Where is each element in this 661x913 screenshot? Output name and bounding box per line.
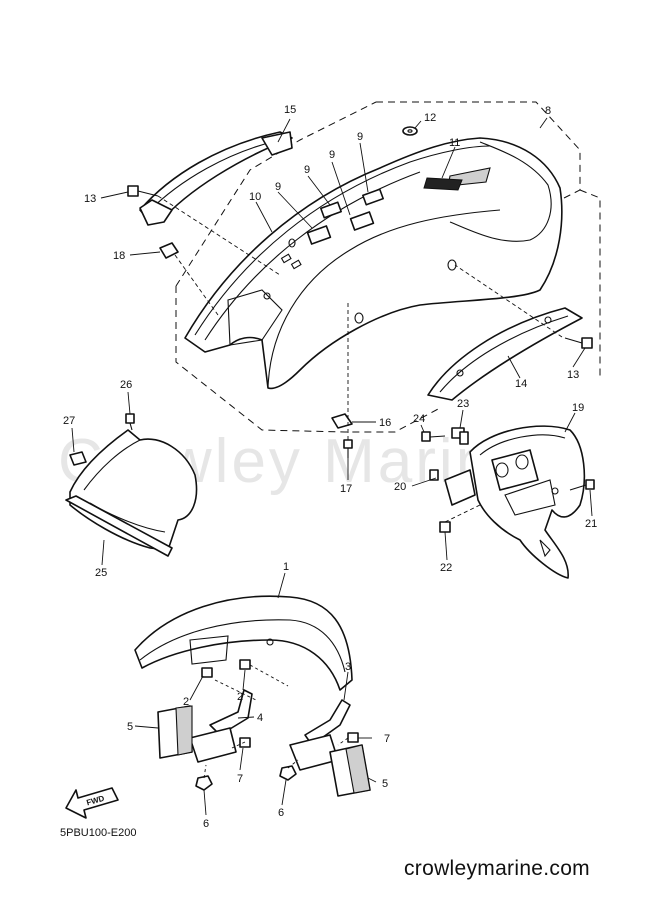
lower-cover[interactable] [65,429,198,557]
nut-6-left[interactable] [195,775,213,791]
callout-9-b[interactable]: 9 [329,149,335,161]
callout-26[interactable]: 26 [120,379,132,391]
callout-2-a[interactable]: 2 [183,696,189,708]
decal-9-d[interactable] [362,188,384,206]
screw-26[interactable] [125,413,135,431]
callout-23[interactable]: 23 [457,398,469,410]
washer[interactable] [402,126,418,136]
callout-24[interactable]: 24 [413,413,425,425]
nut-6-right[interactable] [279,765,297,781]
callout-16[interactable]: 16 [379,417,391,429]
callout-19[interactable]: 19 [572,402,584,414]
callout-7-b[interactable]: 7 [384,733,390,745]
site-footer-link[interactable]: crowleymarine.com [404,857,590,880]
callout-9-a[interactable]: 9 [357,131,363,143]
drawing-code: 5PBU100-E200 [60,827,137,839]
front-fender[interactable] [134,595,353,691]
bolt-13-left[interactable] [127,185,159,197]
bolt-path-13-left [157,195,281,276]
decal-9-a[interactable] [306,225,332,245]
bolt-2-left[interactable] [201,667,213,678]
decal-9-b[interactable] [320,201,342,219]
callout-4[interactable]: 4 [257,712,263,724]
bolt-2-right[interactable] [239,659,251,670]
callout-10[interactable]: 10 [249,191,261,203]
callout-13-a[interactable]: 13 [84,193,96,205]
callout-11[interactable]: 11 [449,137,460,149]
callout-5-b[interactable]: 5 [382,778,388,790]
emblem[interactable] [423,177,463,191]
leader-lines [71,117,593,816]
nut-7-left[interactable] [239,737,251,748]
bolt-22[interactable] [439,504,481,533]
side-rail-right[interactable] [427,307,583,401]
rear-fender-assembly-outline [175,101,581,433]
callout-14[interactable]: 14 [515,378,527,390]
grommet-path [174,254,219,316]
callout-27[interactable]: 27 [63,415,75,427]
clip-27[interactable] [69,451,87,466]
bolt-13-right[interactable] [564,337,593,349]
callout-3[interactable]: 3 [345,661,351,673]
callout-1[interactable]: 1 [283,561,289,573]
callout-9-c[interactable]: 9 [304,164,310,176]
nut-7-right[interactable] [347,732,359,743]
grommet[interactable] [159,242,179,259]
callout-6-a[interactable]: 6 [203,818,209,830]
callout-labels: 15 12 8 9 9 9 9 11 13 10 18 14 13 26 27 … [63,104,597,830]
callout-7-a[interactable]: 7 [237,773,243,785]
callout-20[interactable]: 20 [394,481,406,493]
callout-12[interactable]: 12 [424,112,436,124]
callout-25[interactable]: 25 [95,567,107,579]
reflector-5-left[interactable] [157,705,193,759]
rear-fender[interactable] [184,137,563,390]
hardware-paths [203,664,349,779]
fwd-arrow-icon: FWD [65,787,119,819]
side-rail-left[interactable] [139,131,293,226]
callout-13-b[interactable]: 13 [567,369,579,381]
callout-5-a[interactable]: 5 [127,721,133,733]
reflector-5-right[interactable] [329,744,371,797]
callout-17[interactable]: 17 [340,483,352,495]
bracket-20[interactable] [429,469,476,506]
taillight-bracket[interactable] [469,425,586,579]
decal-9-c[interactable] [349,211,375,231]
callout-22[interactable]: 22 [440,562,452,574]
clamp-16[interactable] [331,413,353,429]
callout-6-b[interactable]: 6 [278,807,284,819]
screw-24[interactable] [421,431,446,442]
callout-8[interactable]: 8 [545,105,551,117]
callout-15[interactable]: 15 [284,104,296,116]
callout-9-d[interactable]: 9 [275,181,281,193]
callout-21[interactable]: 21 [585,518,597,530]
bolt-path-13-right [454,264,563,338]
callout-18[interactable]: 18 [113,250,125,262]
screw-17[interactable] [343,439,353,458]
fender-stay-4[interactable] [189,689,253,763]
callout-2-b[interactable]: 2 [237,691,243,703]
bolt-21[interactable] [569,479,595,491]
clamp-23[interactable] [451,427,469,445]
washer-hole [407,129,413,133]
